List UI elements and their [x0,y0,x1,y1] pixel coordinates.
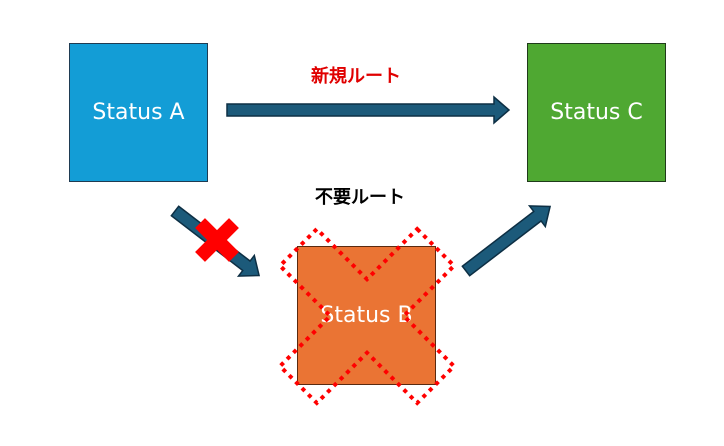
arrow-b-to-c [461,205,552,277]
new-route-label: 新規ルート [311,66,401,87]
status-a-label: Status A [92,100,185,125]
status-a-box: Status A [69,43,208,182]
arrow-a-to-c [226,95,511,125]
status-b-label: Status B [320,303,413,328]
status-c-label: Status C [550,100,643,125]
status-b-box: Status B [297,246,436,385]
unneeded-route-label: 不要ルート [315,187,405,208]
arrow-a-to-b [170,205,261,277]
status-c-box: Status C [527,43,666,182]
cross-icon [195,218,239,262]
